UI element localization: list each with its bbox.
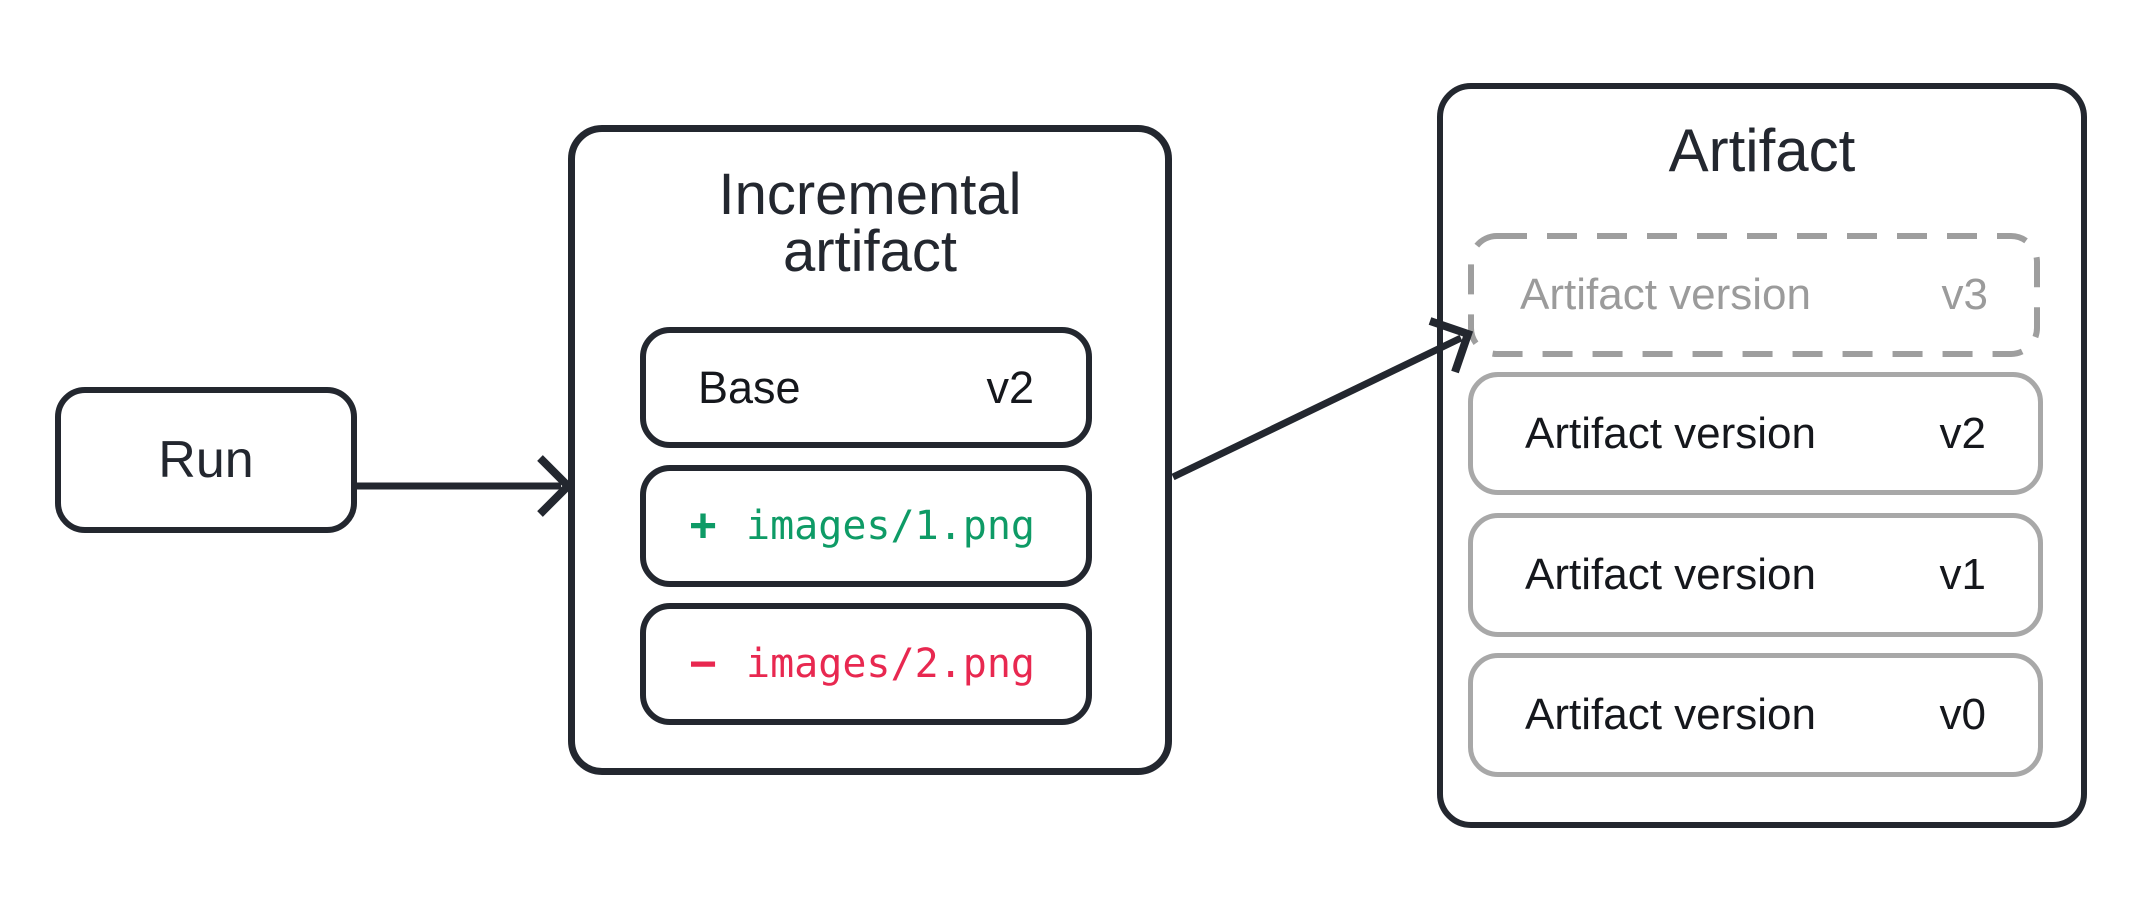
minus-icon: − [688, 637, 718, 691]
artifact-version-row: Artifact version v2 [1468, 372, 2043, 495]
base-version-node: Base v2 [640, 327, 1092, 448]
artifact-version-row-pending: Artifact version v3 [1468, 233, 2040, 357]
artifact-version-row: Artifact version v1 [1468, 513, 2043, 637]
incremental-title-line1: Incremental [718, 162, 1022, 227]
run-node: Run [55, 387, 357, 533]
artifact-version-label: Artifact version [1525, 550, 1816, 599]
removed-file-node: − images/2.png [640, 603, 1092, 725]
artifact-version-label: Artifact version [1525, 690, 1816, 739]
artifact-version-tag: v1 [1939, 550, 1986, 599]
artifact-version-row: Artifact version v0 [1468, 653, 2043, 777]
incremental-to-artifact-arrow [1171, 317, 1474, 481]
run-label: Run [158, 431, 254, 489]
added-file-path: images/1.png [746, 503, 1035, 549]
incremental-title-line2: artifact [782, 219, 958, 284]
artifact-version-tag: v2 [1939, 408, 1986, 458]
artifact-title: Artifact [1668, 117, 1856, 184]
base-label: Base [698, 361, 801, 413]
artifact-version-label: Artifact version [1520, 270, 1811, 319]
plus-icon: + [688, 499, 718, 553]
added-file-node: + images/1.png [640, 465, 1092, 587]
incremental-artifact-title: Incremental artifact [568, 162, 1172, 284]
artifact-version-tag: v0 [1939, 690, 1986, 739]
artifact-version-label: Artifact version [1525, 408, 1816, 458]
run-to-incremental-arrow [357, 455, 574, 517]
base-version: v2 [986, 361, 1034, 413]
removed-file-path: images/2.png [746, 641, 1035, 687]
artifact-version-tag: v3 [1941, 270, 1988, 319]
